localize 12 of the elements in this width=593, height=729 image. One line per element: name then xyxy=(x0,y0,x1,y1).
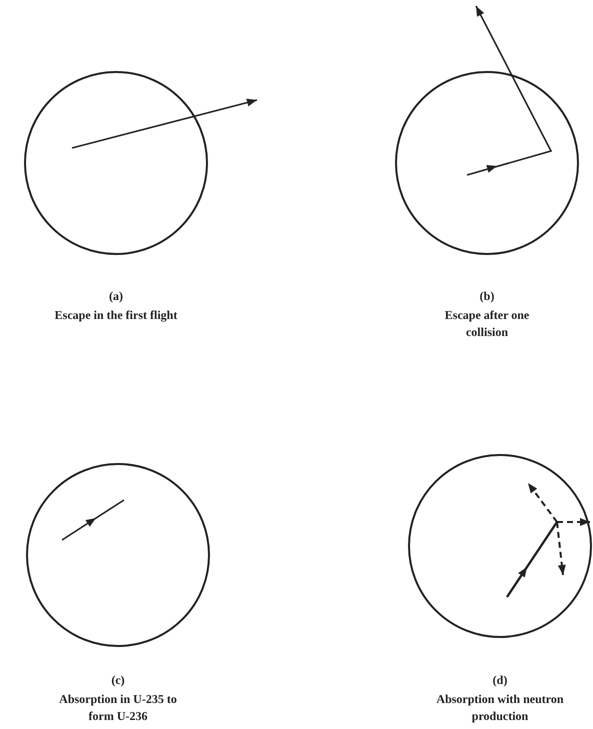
panel-caption: Escape after one collision xyxy=(444,307,530,341)
sphere-outline xyxy=(408,454,592,638)
panel-letter: (a) xyxy=(108,288,124,305)
panel-caption: Absorption in U-235 to form U-236 xyxy=(58,691,178,725)
sphere-outline xyxy=(26,463,210,647)
sphere-outline xyxy=(395,71,579,255)
panel-letter: (c) xyxy=(110,672,126,689)
panel-caption: Absorption with neutron production xyxy=(435,691,565,725)
panel-letter: (b) xyxy=(478,288,496,305)
panel-caption: Escape in the first flight xyxy=(54,307,178,324)
panel-letter: (d) xyxy=(492,672,508,689)
sphere-outline xyxy=(24,71,208,255)
